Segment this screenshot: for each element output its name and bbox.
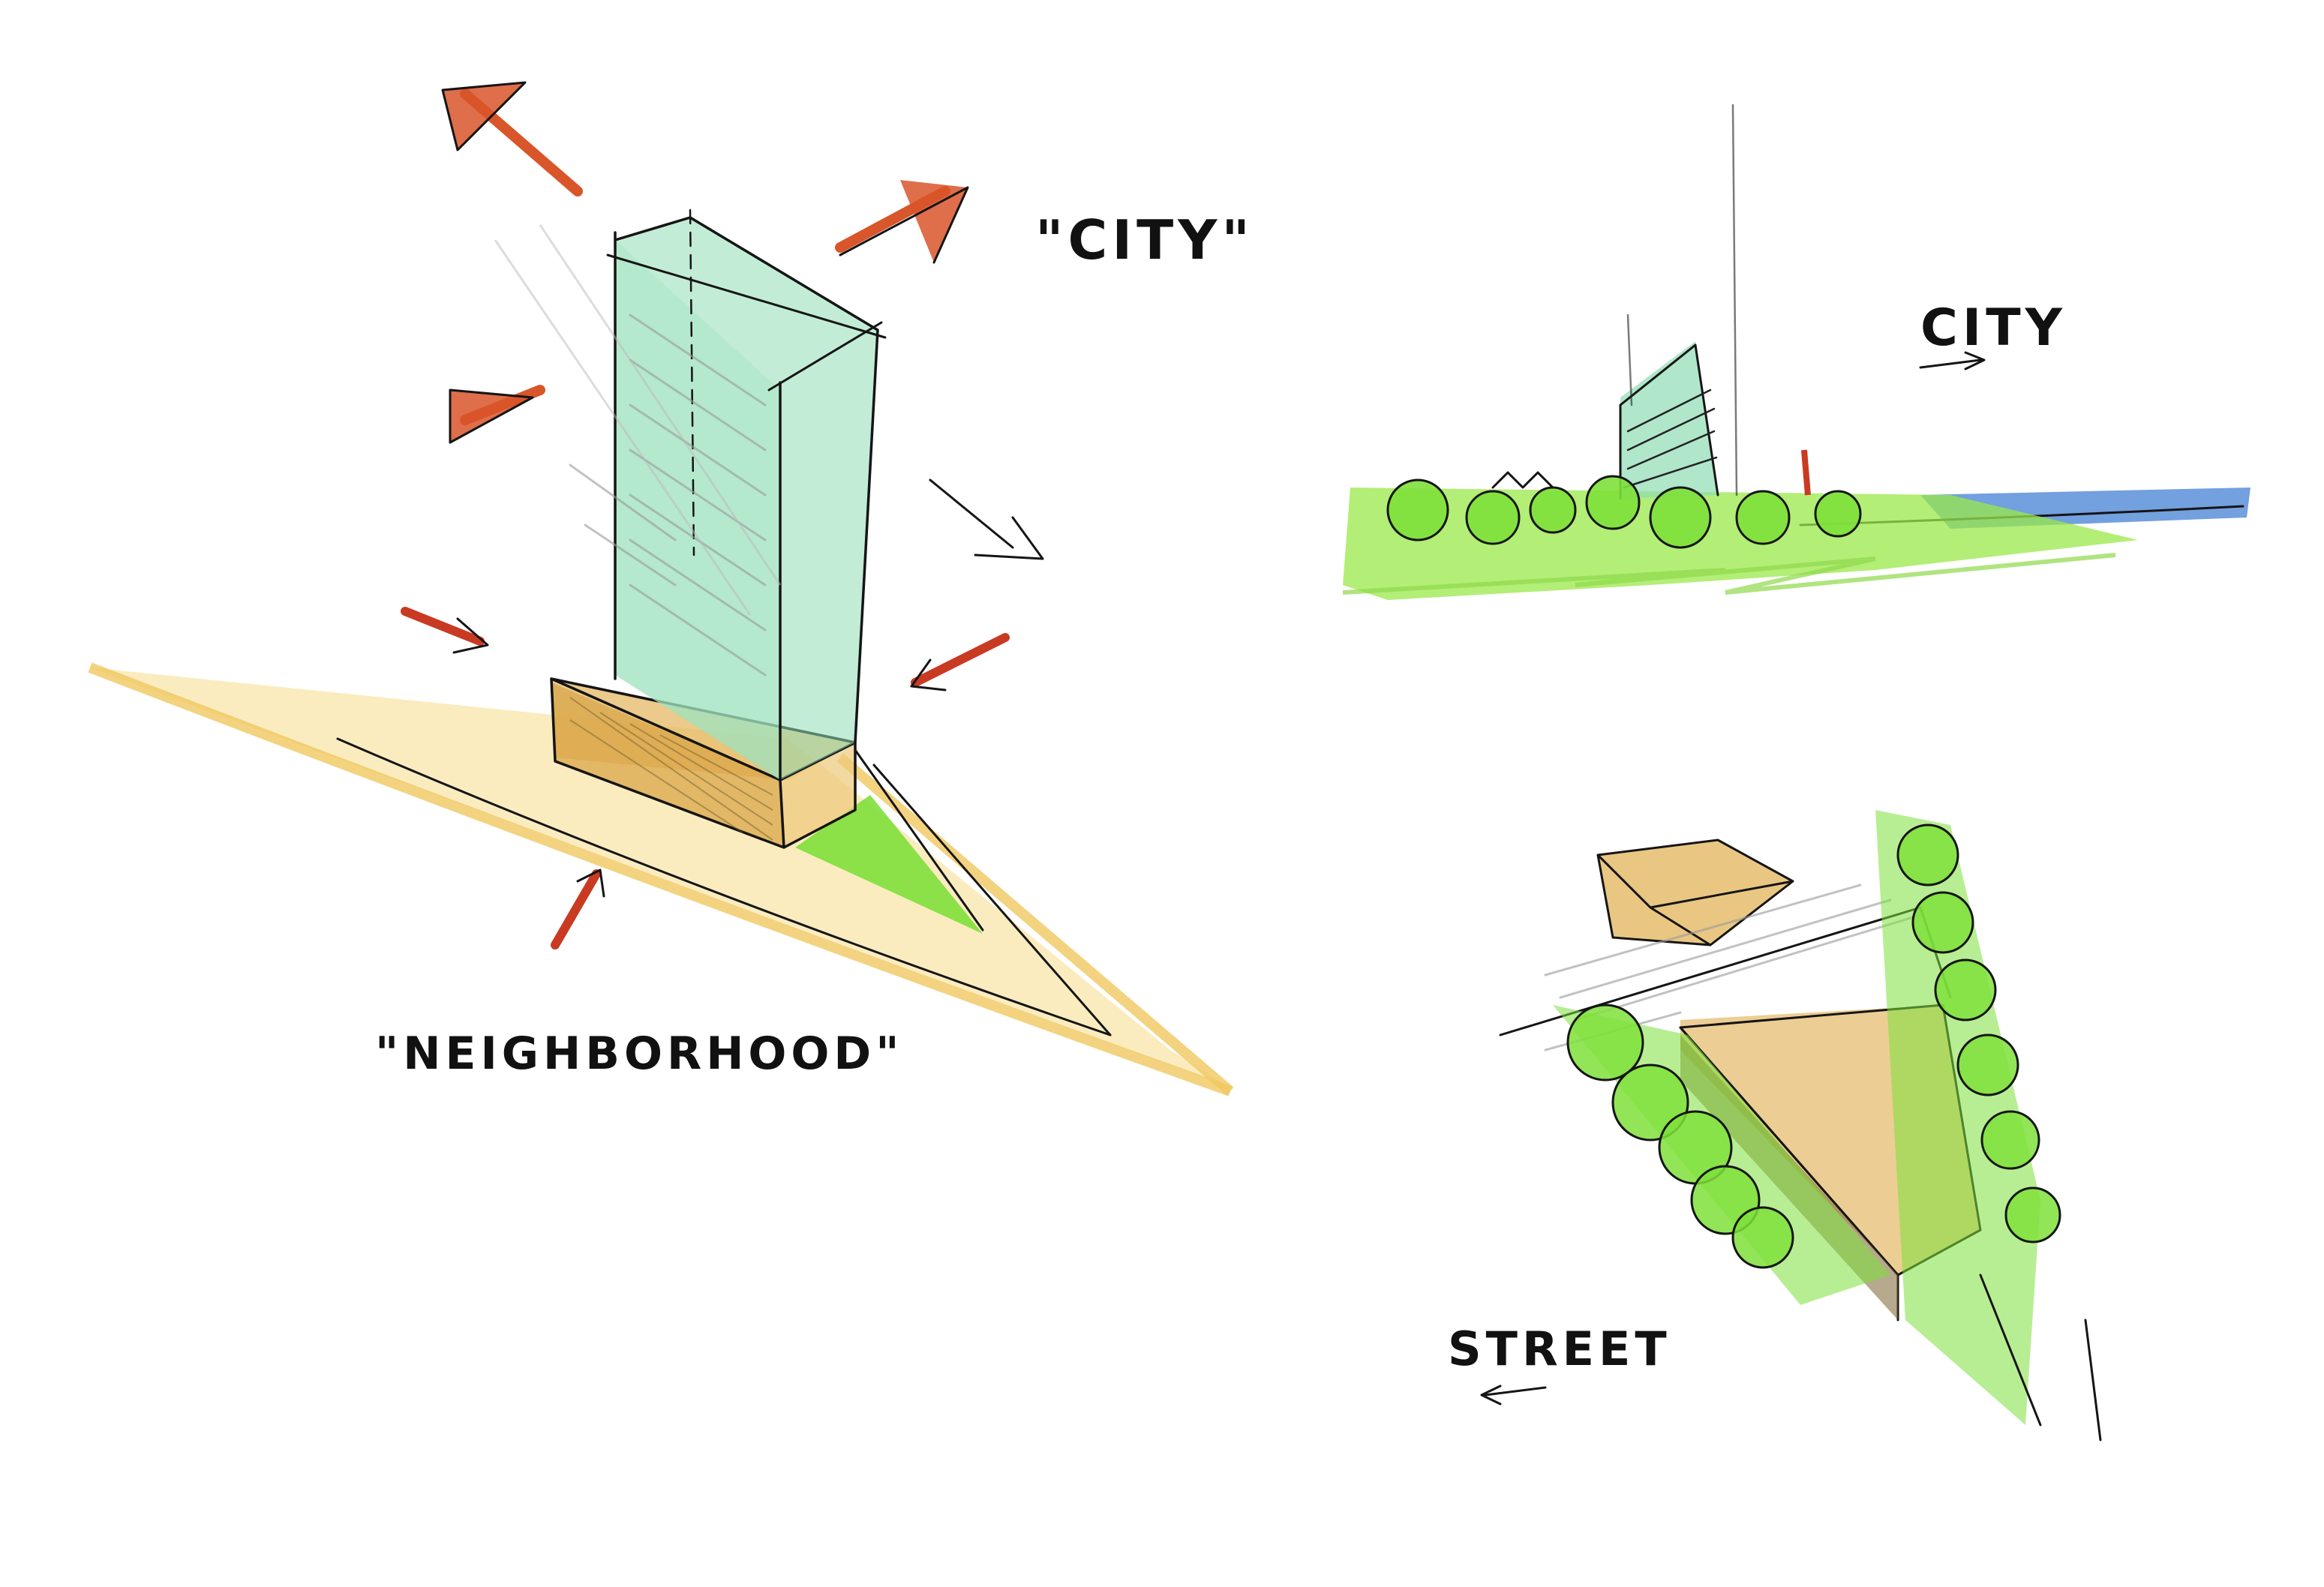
city-label: CITY bbox=[1920, 298, 2067, 358]
arrow-out-icon bbox=[929, 478, 1044, 560]
small-block bbox=[1598, 840, 1793, 945]
arrow-in-icon bbox=[551, 868, 605, 950]
street-underline-arrow bbox=[1480, 1384, 1547, 1406]
city-skyline-view: CITY bbox=[1342, 104, 2250, 600]
arrow-in-icon bbox=[401, 607, 489, 654]
arrow-out-icon bbox=[441, 81, 583, 196]
city-quote-label: "CITY" bbox=[1035, 208, 1254, 272]
arrow-out-icon bbox=[449, 385, 545, 444]
neighborhood-quote-label: "NEIGHBORHOOD" bbox=[375, 1028, 903, 1080]
tower-diagram: "CITY" "NEIGHBORHOOD" bbox=[88, 81, 1254, 1096]
arrow-in-icon bbox=[910, 633, 1010, 692]
arrow-out-icon bbox=[835, 180, 969, 264]
tree-canopy-icon bbox=[1896, 824, 2061, 1244]
tower bbox=[494, 208, 887, 782]
skyline-tower bbox=[1620, 341, 1718, 499]
lawn-triangle bbox=[795, 795, 983, 934]
city-underline-arrow bbox=[1919, 351, 1986, 370]
road-wedge bbox=[88, 662, 1234, 1096]
tree-canopy-icon bbox=[1386, 475, 1862, 549]
street-view: STREET bbox=[1448, 810, 2102, 1442]
street-label: STREET bbox=[1448, 1322, 1671, 1376]
tree-canopy-icon bbox=[1566, 1004, 1794, 1269]
